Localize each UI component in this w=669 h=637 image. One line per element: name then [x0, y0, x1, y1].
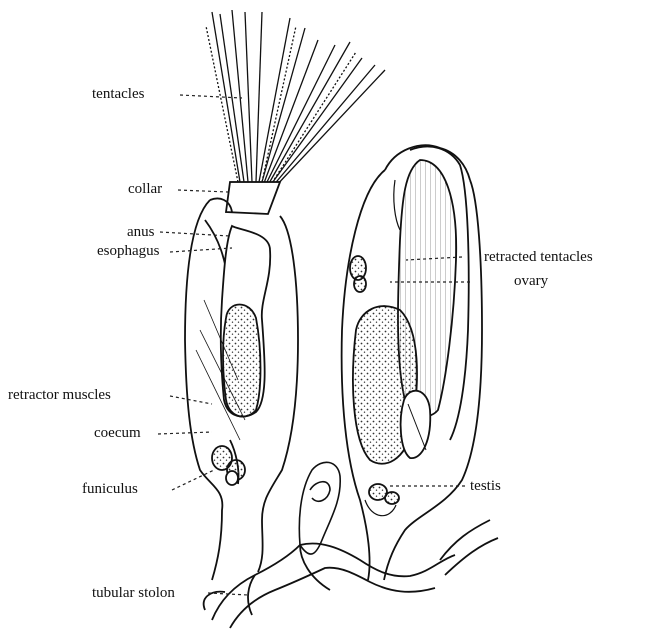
- label-retractor-muscles: retractor muscles: [8, 388, 111, 403]
- label-coecum: coecum: [94, 426, 141, 441]
- label-tubular-stolon: tubular stolon: [92, 586, 175, 601]
- tentacles-shape: [206, 10, 385, 188]
- label-anus: anus: [127, 225, 155, 240]
- tubular-stolon-shape: [204, 520, 498, 628]
- label-tentacles: tentacles: [92, 87, 144, 102]
- label-retracted-tentacles: retracted tentacles: [484, 250, 593, 265]
- label-esophagus: esophagus: [97, 244, 160, 259]
- label-ovary: ovary: [514, 274, 548, 289]
- label-funiculus: funiculus: [82, 482, 138, 497]
- label-collar: collar: [128, 182, 162, 197]
- bud-shape: [299, 462, 340, 554]
- right-zooid-shape: [342, 145, 482, 580]
- left-zooid-shape: [185, 182, 298, 580]
- label-testis: testis: [470, 479, 501, 494]
